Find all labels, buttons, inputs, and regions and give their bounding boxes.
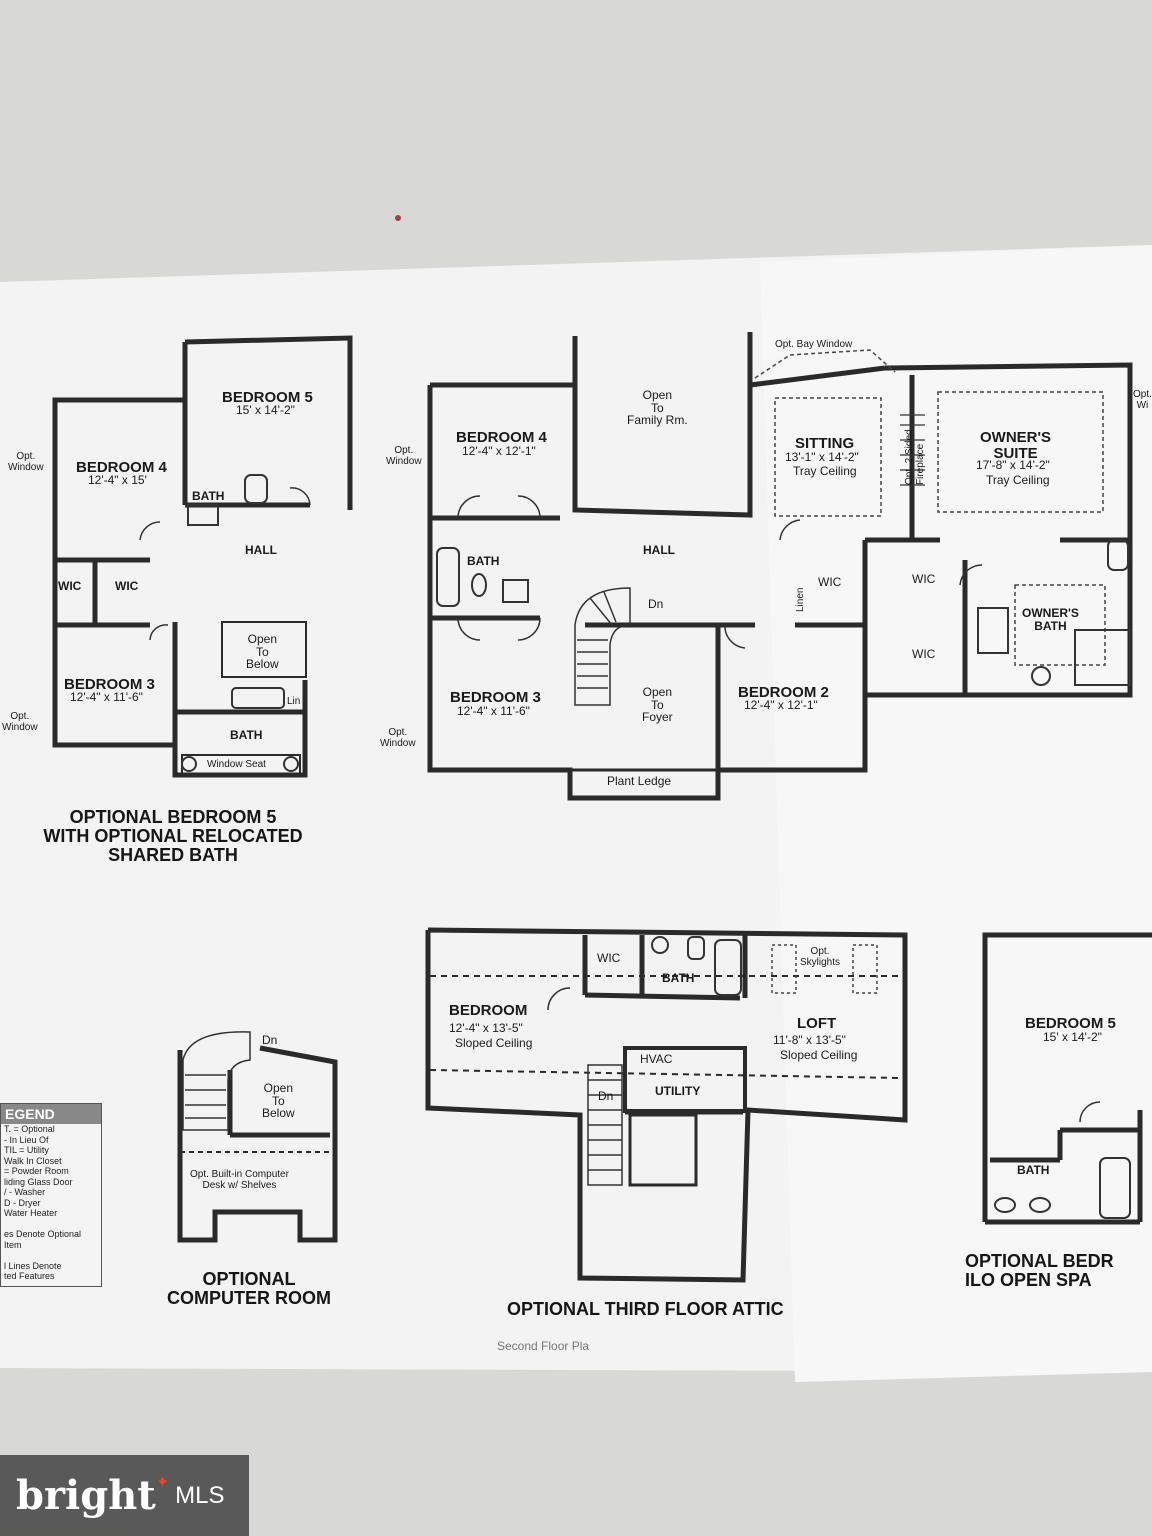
legend-row bbox=[1, 1219, 101, 1230]
legend-row: Water Heater bbox=[4, 1208, 58, 1218]
sitting-dims: 13'-1" x 14'-2" bbox=[785, 450, 859, 464]
computer-stair bbox=[182, 1031, 251, 1131]
legend-row: T. = Optional bbox=[4, 1124, 55, 1134]
attic-utility: UTILITY bbox=[655, 1084, 701, 1098]
legend-row bbox=[1, 1250, 101, 1261]
right-plan-walls bbox=[982, 932, 1152, 1225]
left-wic2: WIC bbox=[115, 579, 139, 593]
main-bedroom3-dims: 12'-4" x 11'-6" bbox=[457, 704, 530, 718]
attic-loft-note: Sloped Ceiling bbox=[780, 1048, 858, 1062]
main-opt-window-2: Opt. Window bbox=[380, 727, 416, 749]
attic-bath: BATH bbox=[662, 971, 695, 985]
sitting-name: SITTING bbox=[795, 435, 855, 452]
legend-title: EGEND bbox=[1, 1104, 101, 1124]
bright-mls-watermark: bright ✦ MLS bbox=[0, 1455, 249, 1536]
left-bedroom5-name: BEDROOM 5 bbox=[222, 389, 313, 406]
legend-row: - In Lieu Of bbox=[4, 1134, 49, 1145]
legend-row: TIL = Utility bbox=[4, 1145, 49, 1155]
attic-wic: WIC bbox=[597, 951, 621, 965]
watermark-star-icon: ✦ bbox=[155, 1473, 170, 1491]
fireplace-label: Opt. 2 Sided Fireplace bbox=[904, 429, 926, 485]
main-bedroom4-dims: 12'-4" x 12'-1" bbox=[462, 444, 536, 458]
watermark-suffix: MLS bbox=[175, 1481, 225, 1509]
computer-dn: Dn bbox=[262, 1033, 278, 1047]
right-caption: OPTIONAL BEDR ILO OPEN SPA bbox=[965, 1251, 1114, 1290]
main-bath: BATH bbox=[467, 554, 500, 568]
open-to-family-room: Open To Family Rm. bbox=[627, 388, 688, 428]
attic-plan-walls bbox=[425, 927, 908, 1283]
legend-row: Walk In Closet bbox=[4, 1155, 62, 1166]
main-bedroom2-dims: 12'-4" x 12'-1" bbox=[744, 698, 818, 712]
main-opt-window-1: Opt. Window bbox=[386, 445, 422, 467]
legend-row: ted Features bbox=[4, 1271, 55, 1281]
left-open-below: Open To Below bbox=[246, 632, 279, 672]
paper-fold bbox=[760, 245, 1152, 1382]
plant-ledge: Plant Ledge bbox=[607, 774, 672, 788]
left-bedroom3-name: BEDROOM 3 bbox=[64, 676, 155, 693]
left-window-seat: Window Seat bbox=[207, 759, 266, 770]
left-bedroom4-dims: 12'-4" x 15' bbox=[88, 473, 147, 487]
left-wic1: WIC bbox=[58, 579, 82, 593]
opt-bay-window: Opt. Bay Window bbox=[775, 339, 853, 350]
computer-desk: Opt. Built-in Computer Desk w/ Shelves bbox=[190, 1169, 289, 1191]
main-wic-a: WIC bbox=[912, 572, 936, 586]
owners-suite-name: OWNER'S SUITE bbox=[980, 429, 1052, 462]
attic-skylights: Opt. Skylights bbox=[800, 946, 841, 968]
attic-dn: Dn bbox=[598, 1089, 614, 1103]
right-bedroom5-name: BEDROOM 5 bbox=[1025, 1015, 1116, 1032]
left-bedroom4-name: BEDROOM 4 bbox=[76, 459, 167, 476]
left-opt-window-2: Opt. Window bbox=[2, 711, 38, 733]
attic-loft-dims: 11'-8" x 13'-5" bbox=[773, 1033, 846, 1047]
main-bedroom4-name: BEDROOM 4 bbox=[456, 429, 547, 446]
left-linen: Lin bbox=[287, 696, 301, 707]
owners-suite-note: Tray Ceiling bbox=[986, 473, 1050, 487]
computer-plan-walls bbox=[177, 1045, 338, 1243]
sitting-note: Tray Ceiling bbox=[793, 464, 857, 478]
left-bath-top: BATH bbox=[192, 489, 225, 503]
right-bedroom5-dims: 15' x 14'-2" bbox=[1043, 1030, 1102, 1044]
left-hall: HALL bbox=[245, 543, 277, 557]
legend-row: = Powder Room bbox=[4, 1166, 69, 1176]
linen-label: Linen bbox=[795, 587, 806, 612]
attic-bedroom-dims: 12'-4" x 13'-5" bbox=[449, 1021, 523, 1035]
main-opt-window-right: Opt. Wi bbox=[1133, 389, 1152, 411]
legend-row: D - Dryer bbox=[4, 1197, 41, 1208]
ink-spot bbox=[395, 215, 401, 221]
attic-hvac: HVAC bbox=[640, 1052, 673, 1066]
left-opt-window-1: Opt. Window bbox=[8, 451, 44, 473]
attic-bedroom-name: BEDROOM bbox=[449, 1002, 528, 1019]
right-bath: BATH bbox=[1017, 1163, 1050, 1177]
main-wic-small: WIC bbox=[818, 575, 842, 589]
legend-row: l Lines Denote bbox=[4, 1260, 62, 1271]
open-to-foyer: Open To Foyer bbox=[642, 685, 673, 725]
legend-row: / - Washer bbox=[4, 1187, 46, 1197]
page-footer-fragment: Second Floor Pla bbox=[497, 1340, 590, 1350]
watermark-brand: bright bbox=[16, 1472, 156, 1519]
legend-row: Item bbox=[4, 1239, 22, 1250]
attic-loft-name: LOFT bbox=[797, 1015, 837, 1032]
main-stair-dn: Dn bbox=[648, 597, 664, 611]
legend-row: es Denote Optional bbox=[4, 1229, 82, 1239]
owners-bath: OWNER'S BATH bbox=[1022, 606, 1079, 633]
main-bedroom3-name: BEDROOM 3 bbox=[450, 689, 541, 706]
legend-row: liding Glass Door bbox=[4, 1176, 73, 1187]
left-plan-caption: OPTIONAL BEDROOM 5 WITH OPTIONAL RELOCAT… bbox=[43, 807, 303, 865]
main-wic-b: WIC bbox=[912, 647, 936, 661]
main-hall: HALL bbox=[643, 543, 675, 557]
left-bedroom5-dims: 15' x 14'-2" bbox=[236, 403, 295, 417]
attic-bedroom-note: Sloped Ceiling bbox=[455, 1036, 533, 1050]
attic-caption: OPTIONAL THIRD FLOOR ATTIC bbox=[507, 1299, 784, 1319]
main-stair bbox=[574, 587, 631, 706]
computer-open-below: Open To Below bbox=[262, 1081, 295, 1121]
main-bedroom2-name: BEDROOM 2 bbox=[738, 684, 829, 701]
left-bedroom3-dims: 12'-4" x 11'-6" bbox=[70, 690, 143, 704]
left-bath-bottom: BATH bbox=[230, 728, 263, 742]
computer-caption: OPTIONAL COMPUTER ROOM bbox=[167, 1269, 331, 1308]
owners-suite-dims: 17'-8" x 14'-2" bbox=[976, 458, 1050, 472]
